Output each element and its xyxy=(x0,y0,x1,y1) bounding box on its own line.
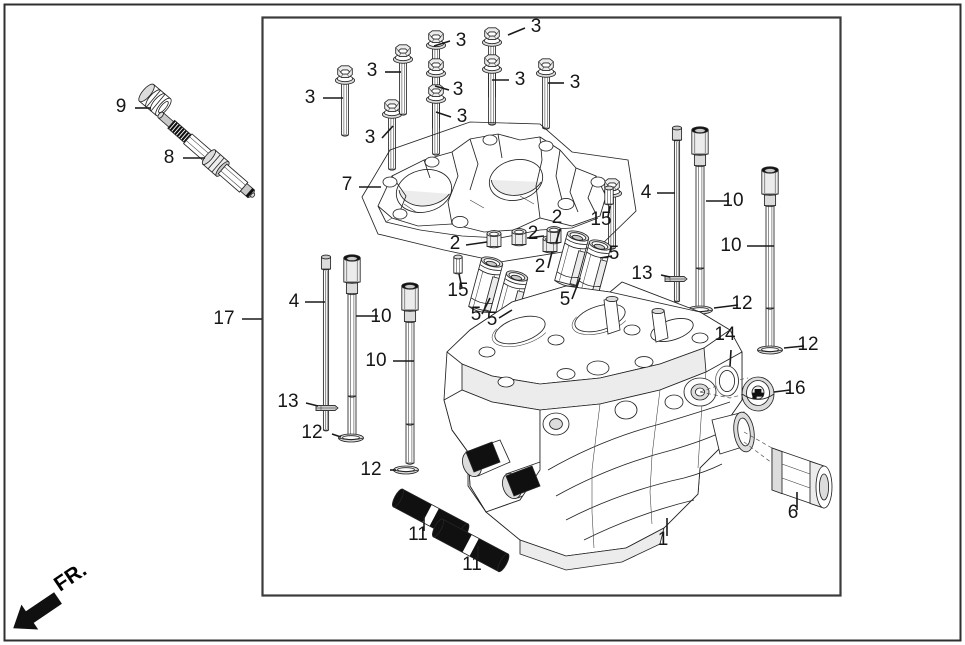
callout-3: 3 xyxy=(365,127,376,148)
callout-13: 13 xyxy=(631,263,652,284)
callout-11: 11 xyxy=(462,554,482,575)
part-spark-plug-8 xyxy=(157,111,256,199)
part-o-ring-14 xyxy=(715,365,739,397)
callout-10: 10 xyxy=(370,306,391,327)
callout-3: 3 xyxy=(453,79,464,100)
callout-5: 5 xyxy=(560,289,571,310)
leader-lines xyxy=(135,27,805,561)
callout-3: 3 xyxy=(305,87,316,108)
callout-11: 11 xyxy=(408,524,428,545)
callout-12: 12 xyxy=(301,422,322,443)
outer-border xyxy=(3,3,962,642)
callout-1: 1 xyxy=(658,529,669,550)
callout-14: 14 xyxy=(714,324,736,345)
part-stud-bolt-4-right xyxy=(671,125,683,303)
callout-4: 4 xyxy=(641,182,652,203)
callout-2: 2 xyxy=(552,207,563,228)
callout-4: 4 xyxy=(289,291,300,312)
callout-17: 17 xyxy=(213,308,234,329)
part-camshaft-holder-7 xyxy=(361,121,637,263)
callout-5: 5 xyxy=(471,304,482,325)
fr-label: FR. xyxy=(50,558,91,596)
callout-3: 3 xyxy=(570,72,581,93)
callout-15: 15 xyxy=(447,280,468,301)
callout-2: 2 xyxy=(535,256,546,277)
callout-12: 12 xyxy=(797,334,818,355)
callout-3: 3 xyxy=(531,16,542,37)
callout-3: 3 xyxy=(367,60,378,81)
callout-13: 13 xyxy=(277,391,298,412)
callout-3: 3 xyxy=(456,30,467,51)
part-plug-cap-9 xyxy=(138,83,172,117)
assembly-line-6 xyxy=(743,431,785,457)
orientation-marker: FR. xyxy=(13,558,91,630)
callout-10: 10 xyxy=(720,235,741,256)
callout-8: 8 xyxy=(164,147,175,168)
part-cylinder-head-1 xyxy=(443,281,789,571)
callout-labels: 3 3 3 3 3 3 3 3 3 7 2 2 2 2 15 15 5 5 5 … xyxy=(116,16,819,575)
callout-5: 5 xyxy=(609,243,620,264)
callout-9: 9 xyxy=(116,96,127,117)
callout-3: 3 xyxy=(515,69,526,90)
callout-12: 12 xyxy=(731,293,752,314)
callout-2: 2 xyxy=(450,233,461,254)
callout-7: 7 xyxy=(342,174,353,195)
part-stud-bolt-4-left xyxy=(320,254,332,432)
callout-5: 5 xyxy=(487,309,498,330)
callout-2: 2 xyxy=(528,223,539,244)
part-plug-bolt-16 xyxy=(741,376,775,412)
part-pin-13-left xyxy=(315,404,339,412)
callout-16: 16 xyxy=(784,378,805,399)
callout-10: 10 xyxy=(365,350,386,371)
diagram-frame xyxy=(261,16,842,597)
callout-3: 3 xyxy=(457,106,468,127)
part-sleeve-6 xyxy=(771,447,833,509)
callout-10: 10 xyxy=(722,190,743,211)
callout-15: 15 xyxy=(590,209,611,230)
callout-12: 12 xyxy=(360,459,381,480)
callout-6: 6 xyxy=(788,502,799,523)
